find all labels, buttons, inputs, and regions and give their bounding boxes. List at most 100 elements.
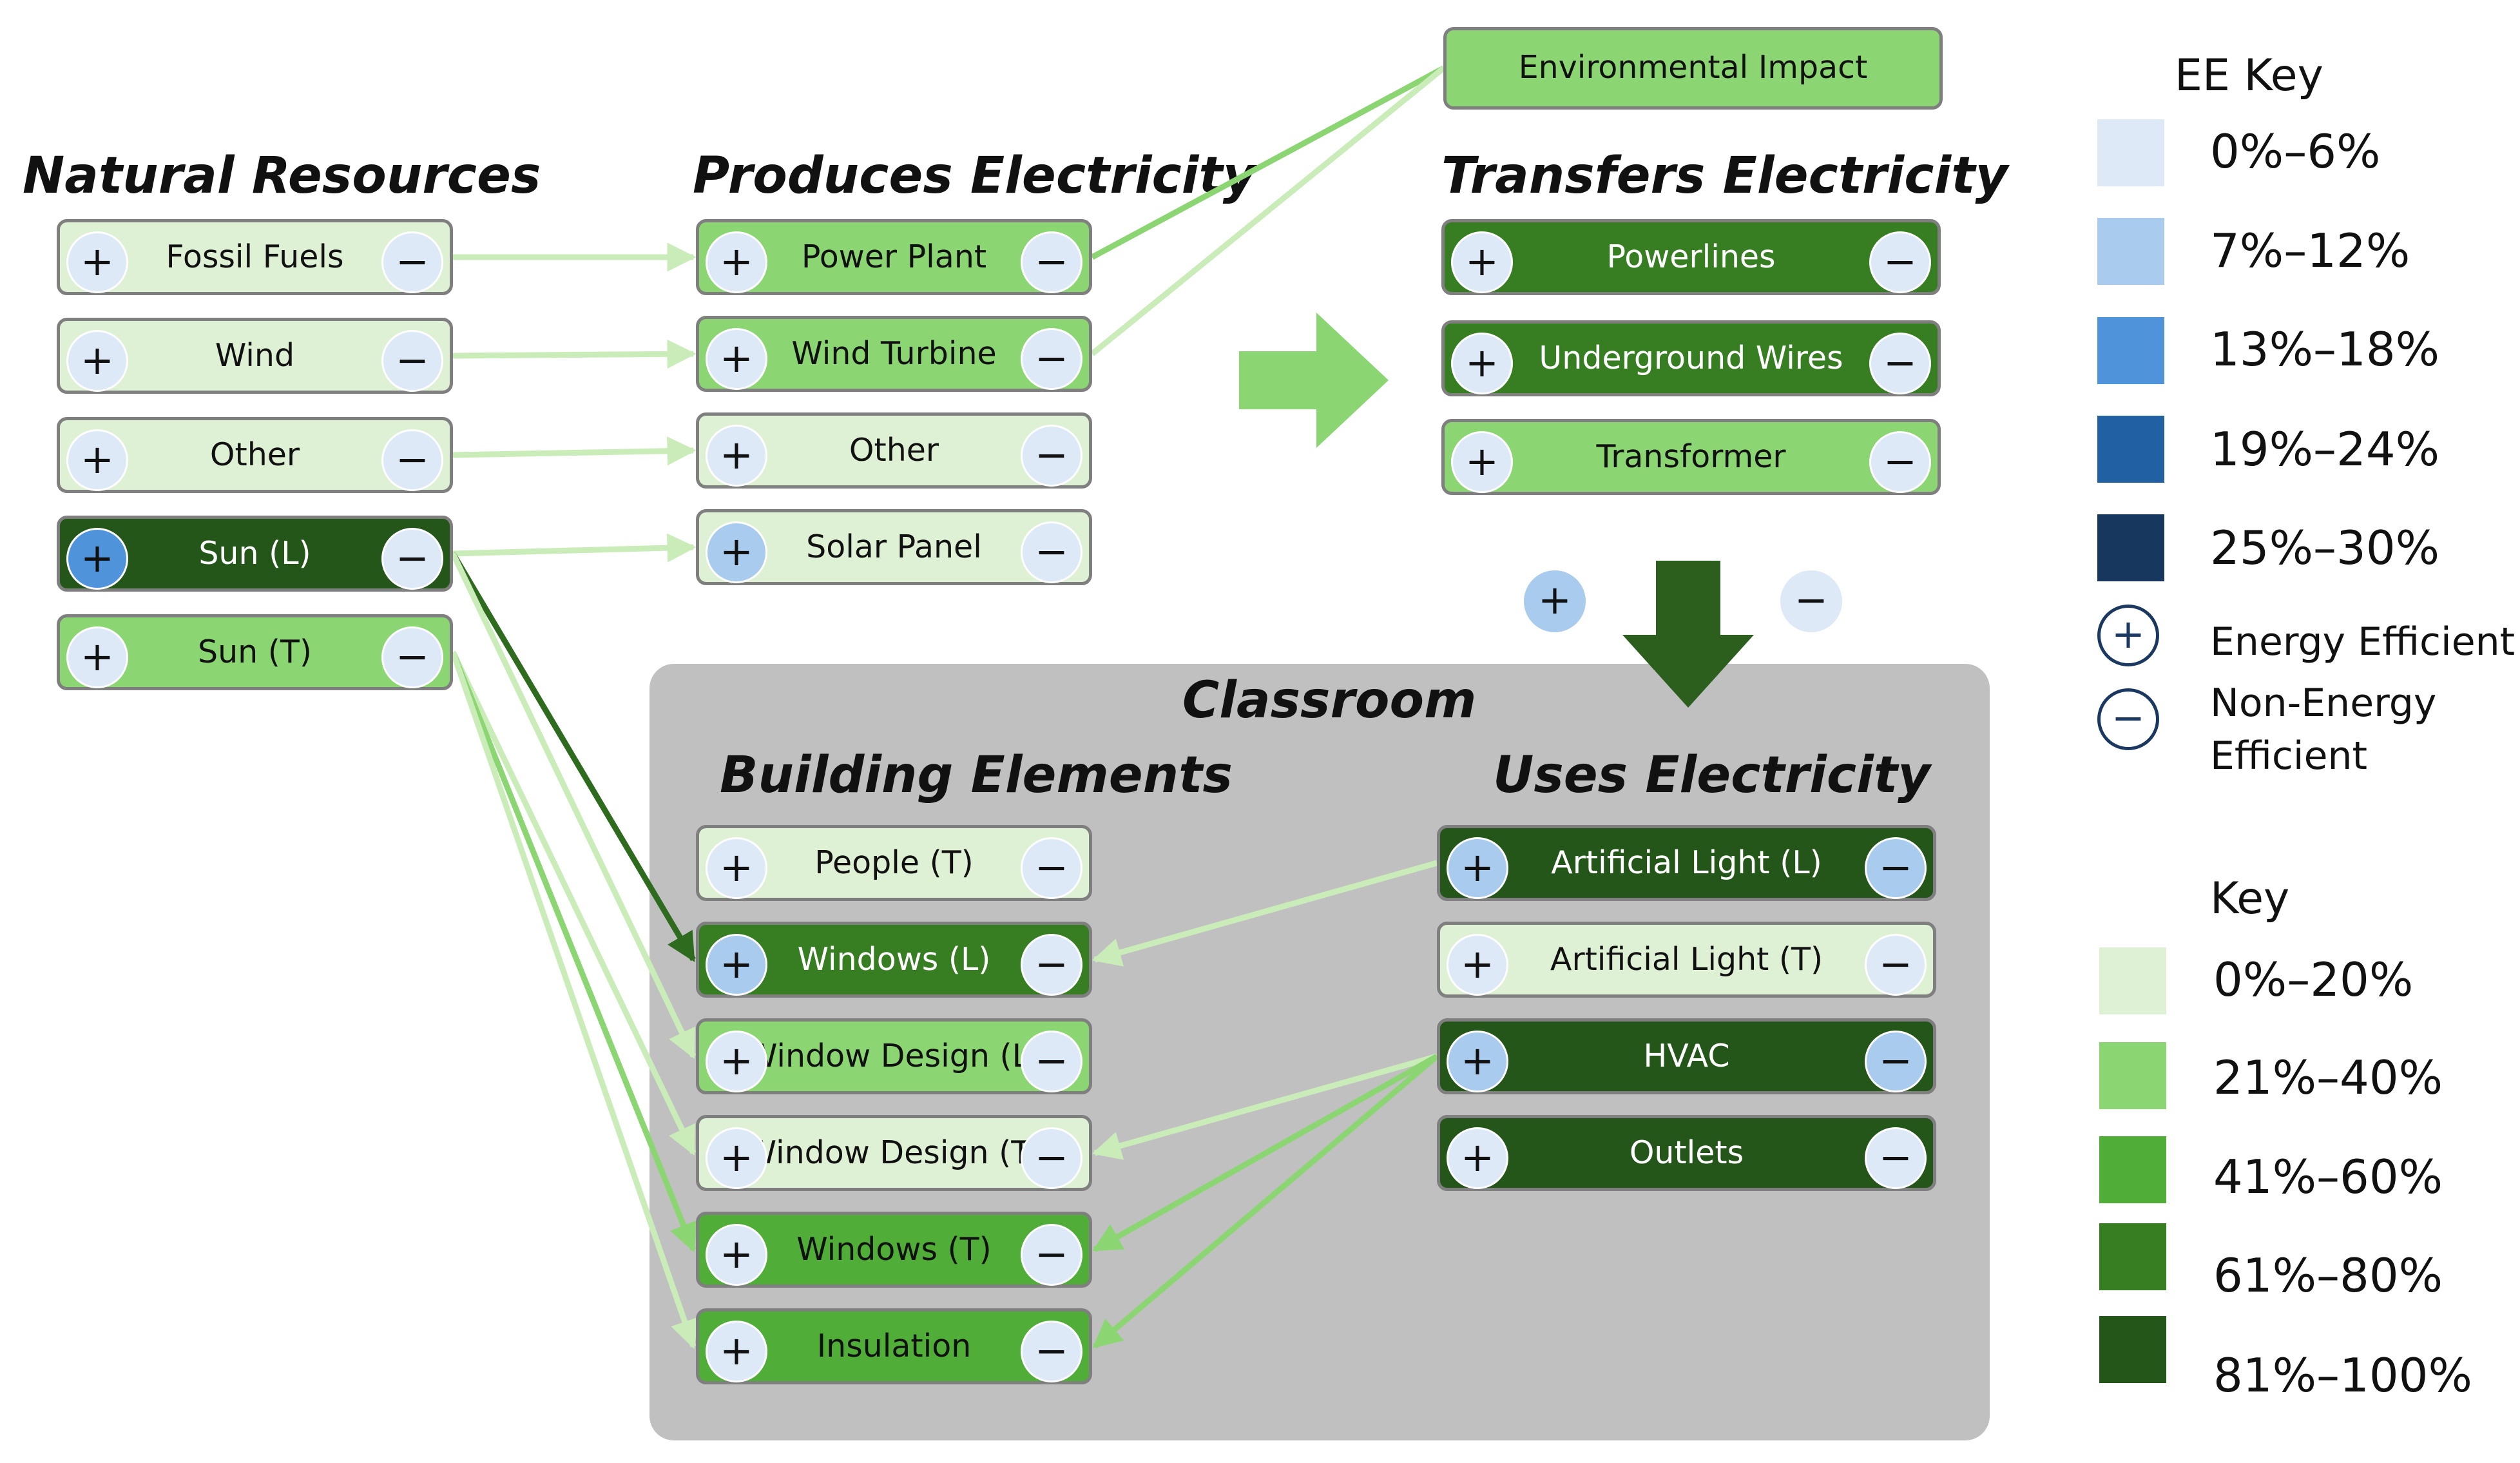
minus-icon[interactable]: − <box>1021 521 1082 583</box>
node-label: Wind Turbine <box>791 335 997 372</box>
minus-icon[interactable]: − <box>1021 231 1082 293</box>
node-powerlines[interactable]: + Powerlines − <box>1441 219 1941 295</box>
ee-key-label: 19%–24% <box>2210 422 2440 476</box>
node-sun-t[interactable]: + Sun (T) − <box>57 614 453 690</box>
node-other-resource[interactable]: + Other − <box>57 417 453 493</box>
plus-icon[interactable]: + <box>706 1321 767 1382</box>
plus-icon[interactable]: + <box>66 626 128 688</box>
node-label: Sun (T) <box>198 634 312 670</box>
node-people-t[interactable]: + People (T) − <box>696 825 1092 901</box>
node-wind-turbine[interactable]: + Wind Turbine − <box>696 316 1092 392</box>
minus-icon[interactable]: − <box>1869 431 1931 493</box>
node-solar-panel[interactable]: + Solar Panel − <box>696 509 1092 585</box>
node-label: HVAC <box>1643 1038 1730 1074</box>
key-label: 0%–20% <box>2213 953 2414 1007</box>
node-artificial-light-l[interactable]: + Artificial Light (L) − <box>1437 825 1936 901</box>
node-label: Window Design (L) <box>745 1038 1043 1074</box>
node-label: Wind <box>215 337 295 374</box>
plus-icon[interactable]: + <box>706 425 767 487</box>
minus-icon[interactable]: − <box>1865 837 1927 899</box>
node-label: Artificial Light (L) <box>1551 844 1822 881</box>
key-swatch <box>2099 1042 2166 1109</box>
summary-plus-indicator: + <box>1524 570 1586 632</box>
plus-icon[interactable]: + <box>66 429 128 491</box>
key-label: 21%–40% <box>2213 1051 2443 1105</box>
minus-icon[interactable]: − <box>1865 1127 1927 1189</box>
plus-icon[interactable]: + <box>1447 837 1508 899</box>
non-energy-efficient-icon: − <box>2097 688 2159 750</box>
plus-icon[interactable]: + <box>706 934 767 996</box>
node-wind[interactable]: + Wind − <box>57 318 453 394</box>
node-label: Artificial Light (T) <box>1550 941 1823 978</box>
uses-electricity-heading: Uses Electricity <box>1493 746 1930 804</box>
minus-icon[interactable]: − <box>381 231 443 293</box>
transfers-electricity-heading: Transfers Electricity <box>1441 147 2008 205</box>
key-title: Key <box>2210 873 2290 924</box>
ee-key-swatch <box>2097 416 2164 483</box>
plus-icon[interactable]: + <box>706 1127 767 1189</box>
node-windows-l[interactable]: + Windows (L) − <box>696 922 1092 998</box>
minus-icon[interactable]: − <box>1021 837 1082 899</box>
node-outlets[interactable]: + Outlets − <box>1437 1115 1936 1191</box>
node-sun-l[interactable]: + Sun (L) − <box>57 516 453 592</box>
node-label: Fossil Fuels <box>166 238 344 275</box>
minus-icon[interactable]: − <box>1869 333 1931 394</box>
node-underground-wires[interactable]: + Underground Wires − <box>1441 320 1941 396</box>
minus-icon[interactable]: − <box>1021 328 1082 390</box>
right-flow-arrow <box>1239 313 1389 448</box>
node-label: Powerlines <box>1606 238 1776 275</box>
node-artificial-light-t[interactable]: + Artificial Light (T) − <box>1437 922 1936 998</box>
plus-icon[interactable]: + <box>706 1224 767 1286</box>
minus-icon[interactable]: − <box>381 330 443 392</box>
environmental-impact-node[interactable]: Environmental Impact <box>1443 27 1943 110</box>
node-label: Windows (L) <box>797 941 991 978</box>
node-fossil-fuels[interactable]: + Fossil Fuels − <box>57 219 453 295</box>
key-label: 41%–60% <box>2213 1150 2443 1204</box>
plus-icon[interactable]: + <box>1447 1031 1508 1092</box>
node-hvac[interactable]: + HVAC − <box>1437 1018 1936 1094</box>
down-flow-arrow <box>1622 561 1754 708</box>
plus-icon[interactable]: + <box>706 328 767 390</box>
plus-icon[interactable]: + <box>1451 333 1513 394</box>
ee-minus-label-line2: Efficient <box>2210 733 2368 779</box>
minus-icon[interactable]: − <box>381 626 443 688</box>
minus-icon[interactable]: − <box>1021 1224 1082 1286</box>
plus-icon[interactable]: + <box>1451 431 1513 493</box>
plus-icon[interactable]: + <box>706 231 767 293</box>
plus-icon[interactable]: + <box>706 1031 767 1092</box>
node-insulation[interactable]: + Insulation − <box>696 1308 1092 1384</box>
ee-key-title: EE Key <box>2175 50 2323 101</box>
node-power-plant[interactable]: + Power Plant − <box>696 219 1092 295</box>
plus-icon[interactable]: + <box>1447 934 1508 996</box>
minus-icon[interactable]: − <box>1869 231 1931 293</box>
node-transformer[interactable]: + Transformer − <box>1441 419 1941 495</box>
minus-icon[interactable]: − <box>1021 425 1082 487</box>
plus-icon[interactable]: + <box>1447 1127 1508 1189</box>
minus-icon[interactable]: − <box>1021 1031 1082 1092</box>
node-window-design-t[interactable]: + Window Design (T) − <box>696 1115 1092 1191</box>
minus-icon[interactable]: − <box>1865 1031 1927 1092</box>
minus-icon[interactable]: − <box>1865 934 1927 996</box>
node-windows-t[interactable]: + Windows (T) − <box>696 1212 1092 1288</box>
node-label: Windows (T) <box>796 1231 992 1268</box>
node-other-producer[interactable]: + Other − <box>696 412 1092 489</box>
minus-icon[interactable]: − <box>1021 1321 1082 1382</box>
node-window-design-l[interactable]: + Window Design (L) − <box>696 1018 1092 1094</box>
ee-key-label: 25%–30% <box>2210 521 2440 575</box>
plus-icon[interactable]: + <box>66 528 128 590</box>
plus-icon[interactable]: + <box>706 837 767 899</box>
building-elements-heading: Building Elements <box>720 746 1233 804</box>
minus-icon[interactable]: − <box>381 528 443 590</box>
node-label: Solar Panel <box>806 528 982 565</box>
plus-icon[interactable]: + <box>1451 231 1513 293</box>
node-label: Underground Wires <box>1539 340 1843 376</box>
classroom-heading: Classroom <box>1182 672 1477 730</box>
key-swatch <box>2099 1136 2166 1203</box>
minus-icon[interactable]: − <box>1021 1127 1082 1189</box>
plus-icon[interactable]: + <box>66 330 128 392</box>
node-label: Power Plant <box>801 238 987 275</box>
minus-icon[interactable]: − <box>1021 934 1082 996</box>
minus-icon[interactable]: − <box>381 429 443 491</box>
plus-icon[interactable]: + <box>66 231 128 293</box>
plus-icon[interactable]: + <box>706 521 767 583</box>
